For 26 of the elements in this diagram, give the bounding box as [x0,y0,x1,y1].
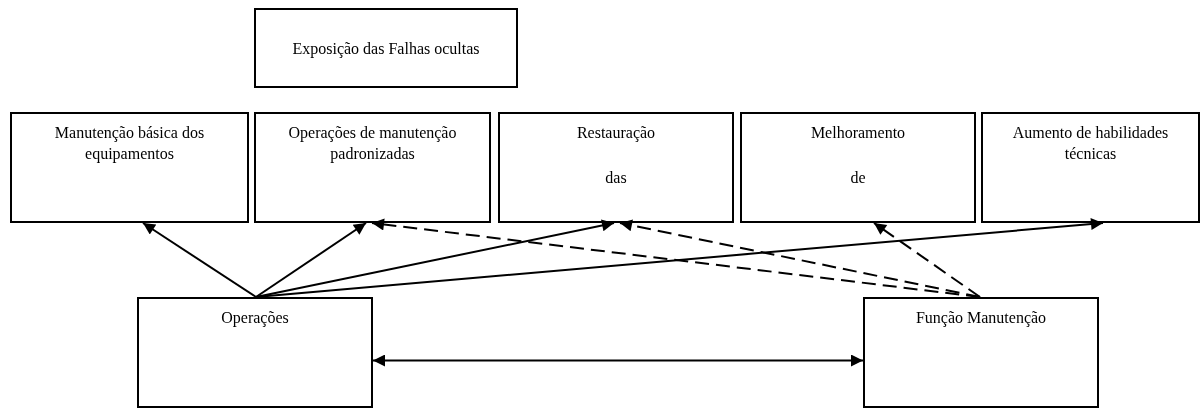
box-label: Função Manutenção [915,308,1047,328]
process-box [10,112,249,223]
arrow [873,222,981,298]
process-box [254,112,491,223]
box-label: Operações de manutenção padronizadas [287,123,458,164]
arrow [619,219,981,298]
process-box [137,297,373,408]
arrow [255,222,367,298]
box-label: Manutenção básica dos equipamentos [53,123,206,164]
box-label: Melhoramento [810,123,906,143]
box-label: Operações [221,308,289,328]
process-box [498,112,734,223]
arrow [372,354,864,367]
box-label: Restauração [576,123,656,143]
process-box [254,8,518,88]
box-label: de [850,168,866,188]
process-box [740,112,976,223]
box-label: Exposição das Falhas ocultas [292,38,480,59]
arrow [142,222,257,298]
arrow [255,219,615,298]
process-box [863,297,1099,408]
arrow [371,218,981,298]
arrow [255,218,1104,298]
box-label: das [605,168,627,188]
box-label: Aumento de habilidades técnicas [1011,123,1170,164]
process-box [981,112,1200,223]
